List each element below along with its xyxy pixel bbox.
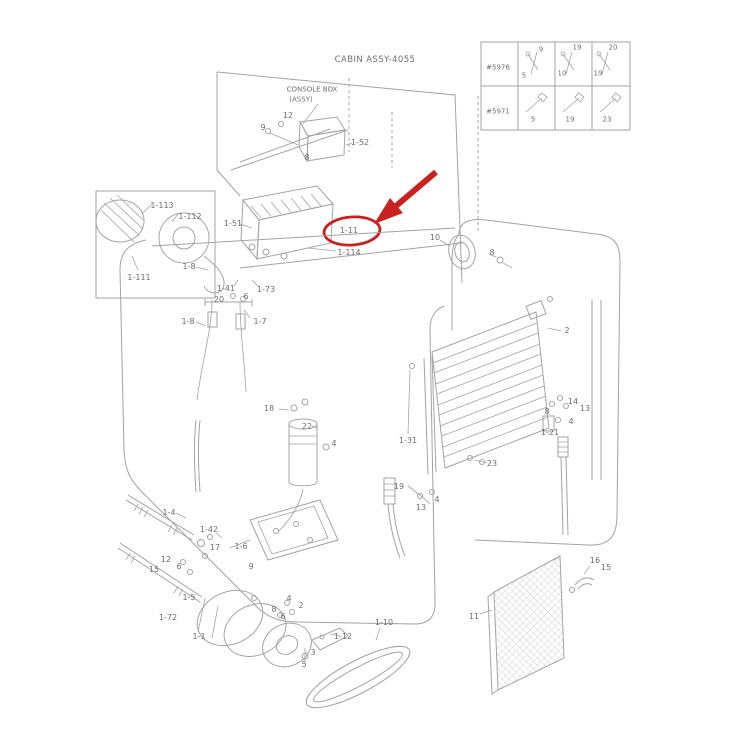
leader-lines: [175, 266, 259, 539]
v-belt: [305, 627, 411, 709]
machine-body-right: [451, 219, 621, 546]
console-box: [265, 116, 353, 163]
highlight-arrowhead: [374, 198, 403, 224]
compressor: [196, 589, 312, 668]
belt-bracket: [277, 600, 349, 664]
legend-table: [480, 41, 631, 131]
machine-deck: [151, 227, 463, 269]
condenser: [407, 296, 562, 475]
highlight-arrow: [394, 169, 438, 209]
receiver-drier: [277, 398, 330, 533]
cabin-outline: [216, 71, 479, 284]
mounting-plate: [229, 499, 339, 561]
condenser-lower-hose: [383, 459, 485, 559]
machine-body-left: [119, 239, 445, 625]
highlight-marker: [322, 169, 438, 247]
pulley: [439, 234, 513, 270]
mesh-grille: [479, 555, 595, 695]
highlight-ellipse: [322, 215, 382, 247]
hoses-bottom-left: [117, 419, 213, 603]
heater-unit: [196, 185, 337, 401]
blower-inset: [95, 190, 225, 299]
right-hose-cluster: [549, 395, 569, 536]
